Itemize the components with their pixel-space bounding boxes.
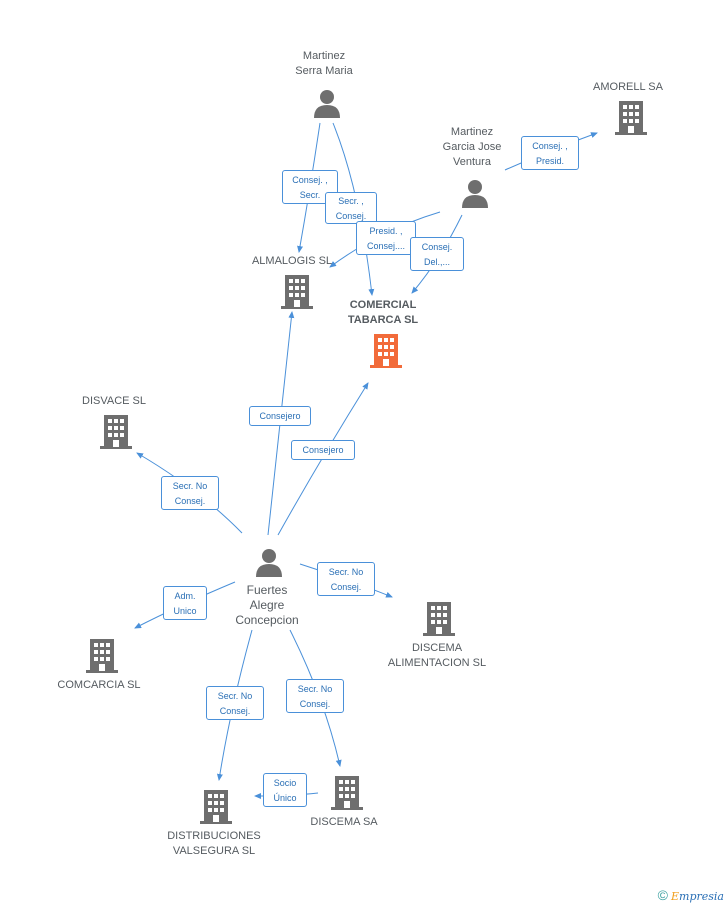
brand-footer: © Empresia xyxy=(658,887,724,903)
brand-name: mpresia xyxy=(679,890,724,903)
node-label-discema[interactable]: DISCEMA SA xyxy=(310,816,378,828)
edge-label-fuertes-comcarcia[interactable]: Adm. Unico xyxy=(163,586,207,620)
main-building-icon[interactable] xyxy=(370,334,402,368)
edge-label-fuertes-distribuciones[interactable]: Secr. No Consej. xyxy=(206,686,264,720)
person-icon[interactable] xyxy=(461,179,489,209)
building-icon[interactable] xyxy=(200,790,232,824)
edge-label-garcia-tabarca[interactable]: Consej. Del.,... xyxy=(410,237,464,271)
building-icon[interactable] xyxy=(423,602,455,636)
building-icon[interactable] xyxy=(86,639,118,673)
edge-label-fuertes-discema[interactable]: Secr. No Consej. xyxy=(286,679,344,713)
copyright-icon: © xyxy=(657,887,668,903)
node-label-amorell[interactable]: AMORELL SA xyxy=(593,81,663,93)
person-icon[interactable] xyxy=(313,89,341,119)
edge-label-garcia-almalogis[interactable]: Presid. , Consej.... xyxy=(356,221,416,255)
brand-logo-e: E xyxy=(671,890,680,903)
edge-label-fuertes-disvace[interactable]: Secr. No Consej. xyxy=(161,476,219,510)
node-label-disvace[interactable]: DISVACE SL xyxy=(82,395,146,407)
node-label-comcarcia[interactable]: COMCARCIA SL xyxy=(57,679,141,691)
node-label-fuertes[interactable]: Fuertes Alegre Concepcion xyxy=(235,583,299,627)
edge-label-serra-almalogis[interactable]: Consej. , Secr. xyxy=(282,170,338,204)
node-label-distribuciones[interactable]: DISTRIBUCIONES VALSEGURA SL xyxy=(167,830,261,857)
node-label-martinez-serra[interactable]: Martinez Serra Maria xyxy=(295,50,353,77)
node-label-comercial-tabarca[interactable]: COMERCIAL TABARCA SL xyxy=(347,299,419,326)
edge-label-fuertes-almalogis[interactable]: Consejero xyxy=(249,406,311,426)
building-icon[interactable] xyxy=(281,275,313,309)
node-label-almalogis[interactable]: ALMALOGIS SL xyxy=(251,255,333,267)
edge-label-serra-tabarca[interactable]: Secr. , Consej. xyxy=(325,192,377,224)
building-icon[interactable] xyxy=(331,776,363,810)
edge-label-fuertes-discema-alimentacion[interactable]: Secr. No Consej. xyxy=(317,562,375,596)
node-label-discema-alimentacion[interactable]: DISCEMA ALIMENTACION SL xyxy=(387,642,487,669)
building-icon[interactable] xyxy=(615,101,647,135)
person-icon[interactable] xyxy=(255,548,283,578)
edge-label-discema-distribuciones[interactable]: Socio Único xyxy=(263,773,307,807)
node-label-martinez-garcia[interactable]: Martinez Garcia Jose Ventura xyxy=(442,126,502,168)
building-icon[interactable] xyxy=(100,415,132,449)
edge-label-garcia-amorell[interactable]: Consej. , Presid. xyxy=(521,136,579,170)
edge-label-fuertes-tabarca[interactable]: Consejero xyxy=(291,440,355,460)
